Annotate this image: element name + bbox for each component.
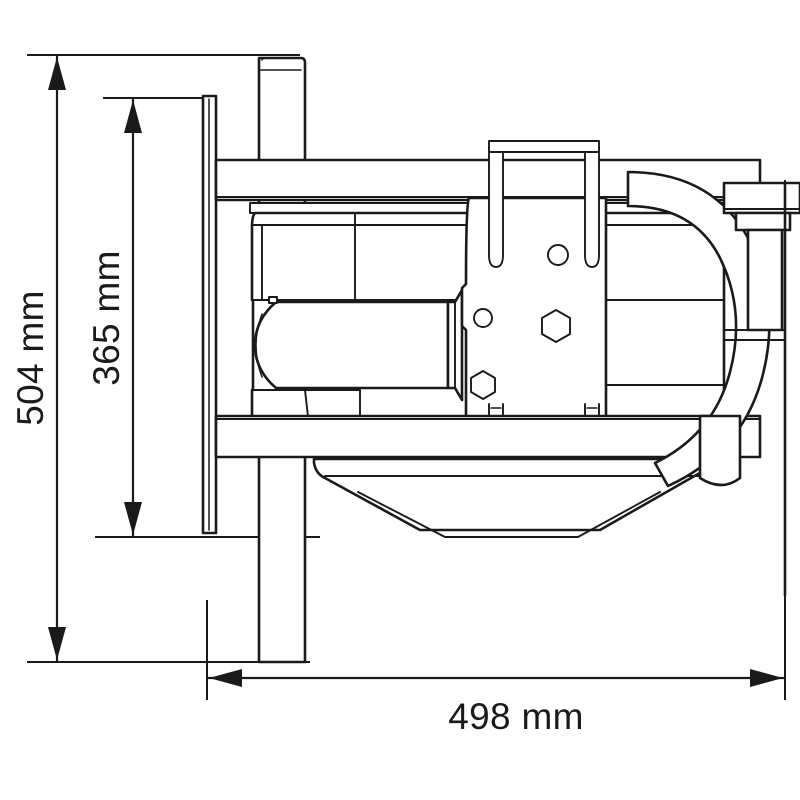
u-bolt-top-plate [488,140,600,153]
arrow-504-bottom [48,627,66,660]
dimension-365: 365 mm [86,98,142,537]
arrow-365-bottom [124,502,142,535]
cylinder-port [268,296,278,304]
clamp-plate-fasteners [470,244,571,400]
right-flange [722,181,800,332]
round-hole-mid [473,308,493,328]
skid-plate [312,457,714,538]
right-inner-edge [723,181,787,597]
arrow-498-right [750,669,783,687]
dim-label-498: 498 mm [448,696,583,737]
u-bolt-upper-right [584,147,600,268]
dimension-498: 498 mm [207,669,785,737]
cylinder-body [253,300,450,390]
right-lower-leg [698,414,742,487]
u-bolt-upper-left [488,147,504,268]
round-hole-upper [547,244,569,266]
post-cap [261,57,267,61]
arrow-365-top [124,100,142,133]
mounting-plate [201,94,218,535]
lower-arm [214,414,762,459]
hex-bolt-center [541,309,571,343]
cylinder-neck [446,288,464,402]
arrow-504-top [48,57,66,90]
arrow-498-left [209,669,242,687]
dim-label-365: 365 mm [86,250,127,385]
dimension-504: 504 mm [10,55,66,662]
hex-bolt-lower [470,370,496,400]
dim-label-504: 504 mm [10,290,51,425]
